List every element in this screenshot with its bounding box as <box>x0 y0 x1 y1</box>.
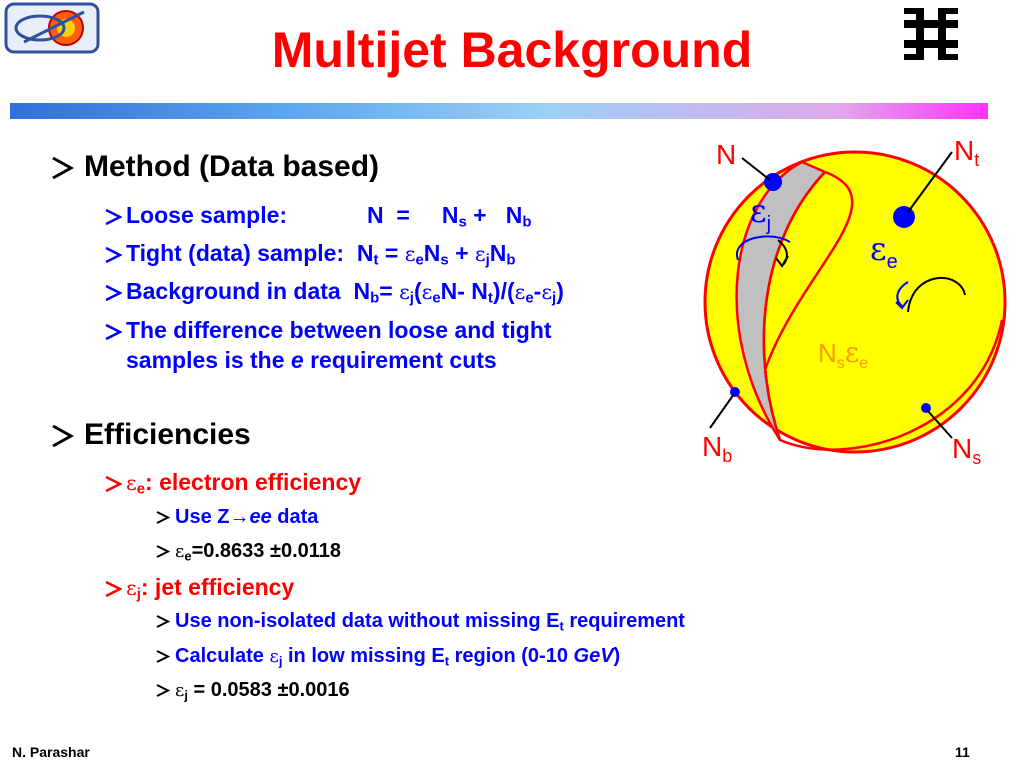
arrow-bullet-icon <box>104 278 126 305</box>
arrow-bullet-icon <box>155 679 175 702</box>
sub-bullet-use-zee: Use Z→ee data <box>155 506 318 529</box>
d0-logo <box>4 2 100 54</box>
arrow-bullet-icon <box>155 540 175 563</box>
dot-n <box>764 173 782 191</box>
arrow-bullet-icon <box>104 202 126 229</box>
arrow-bullet-icon <box>50 418 84 452</box>
bullet-difference: The difference between loose and tight s… <box>104 315 552 375</box>
arrow-bullet-icon <box>155 645 175 668</box>
label-n: N <box>716 139 736 170</box>
bullet-tight-sample: Tight (data) sample: Nt = εeNs + εjNb <box>104 240 516 269</box>
page-title: Multijet Background <box>271 22 753 78</box>
signal-region-boundary <box>763 170 854 371</box>
svg-text:εe: εe <box>870 230 898 273</box>
eps-j-curve-arrow <box>735 235 791 261</box>
sample-venn-diagram: N Nt Nb Ns εj εe Nsεe <box>702 135 1007 468</box>
arrow-bullet-icon <box>104 315 126 345</box>
bullet-electron-efficiency: εe: electron efficiency <box>104 469 361 498</box>
sub-bullet-eps-e-value: εe=0.8633 ±0.0118 <box>155 540 341 563</box>
bullet-method: Method (Data based) <box>50 150 379 184</box>
tight-sample-boundary <box>762 171 1004 451</box>
eps-e-curve-arrow <box>907 277 966 313</box>
bullet-background-in-data: Background in data Nb= εj(εeN- Nt)/(εe-ε… <box>104 278 564 307</box>
footer-page-number: 11 <box>955 744 970 760</box>
sub-bullet-calculate: Calculate εj in low missing Et region (0… <box>155 645 620 668</box>
sub-bullet-eps-j-value: εj = 0.0583 ±0.0016 <box>155 679 350 702</box>
dot-nt <box>893 206 915 228</box>
fermilab-logo <box>900 6 962 62</box>
bullet-efficiencies: Efficiencies <box>50 418 251 452</box>
svg-text:N: N <box>716 139 736 170</box>
svg-text:Nt: Nt <box>954 135 979 170</box>
bullet-loose-sample: Loose sample:N = Ns + Nb <box>104 202 531 231</box>
arrow-bullet-icon <box>155 610 175 633</box>
svg-text:Nb: Nb <box>702 431 732 466</box>
arrow-bullet-icon <box>155 506 175 529</box>
arrow-bullet-icon <box>104 240 126 267</box>
svg-text:Ns: Ns <box>952 433 981 468</box>
arrow-bullet-icon <box>104 469 126 496</box>
sub-bullet-non-isolated: Use non-isolated data without missing Et… <box>155 610 685 633</box>
svg-text:εj: εj <box>750 192 771 235</box>
bullet-jet-efficiency: εj: jet efficiency <box>104 574 294 603</box>
title-underline-bar <box>10 103 988 119</box>
arrow-bullet-icon <box>104 574 126 601</box>
dot-nb <box>730 387 740 397</box>
footer-author: N. Parashar <box>12 744 90 760</box>
svg-text:Nsεe: Nsεe <box>818 336 868 372</box>
arrow-bullet-icon <box>50 150 84 184</box>
